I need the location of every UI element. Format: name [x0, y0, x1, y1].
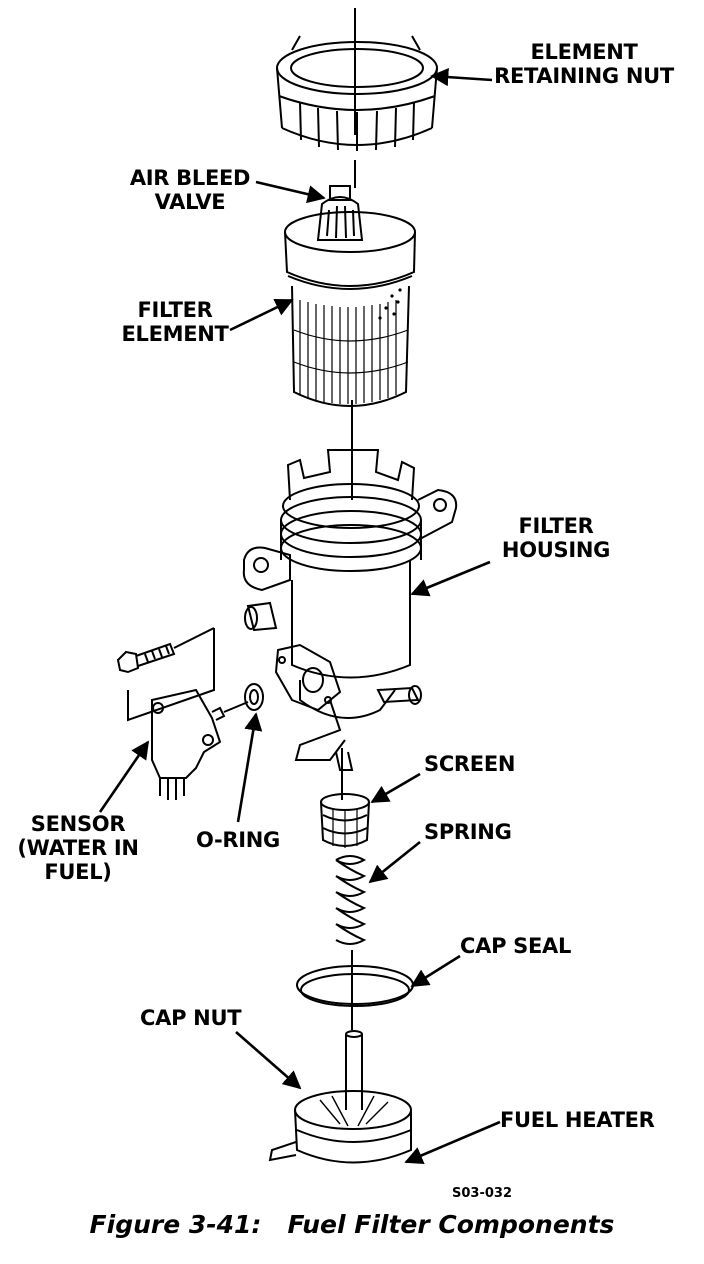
label-element-retaining-nut: ELEMENT RETAINING NUT: [494, 40, 674, 88]
leader-cap-nut: [235, 1031, 302, 1090]
label-screen: SCREEN: [424, 752, 516, 776]
spring-part: [335, 855, 367, 945]
leader-o-ring: [236, 712, 263, 823]
o-ring-part: [244, 683, 264, 711]
figure-caption: Figure 3-41: Fuel Filter Components: [89, 1210, 615, 1239]
leader-cap-seal: [410, 954, 461, 988]
label-fuel-heater: FUEL HEATER: [500, 1108, 655, 1132]
filter-element-part: [284, 211, 416, 407]
leader-sensor: [98, 740, 150, 813]
leader-air-bleed-valve: [255, 180, 326, 204]
element-retaining-nut-part: [276, 35, 438, 151]
filter-housing-part: [242, 449, 458, 771]
label-spring: SPRING: [424, 820, 512, 844]
label-o-ring: O-RING: [196, 828, 280, 852]
leader-screen: [370, 772, 421, 804]
cap-nut-part: [268, 1030, 412, 1164]
leader-filter-housing: [410, 560, 491, 597]
label-filter-element: FILTER ELEMENT: [121, 298, 229, 346]
label-filter-housing: FILTER HOUSING: [501, 514, 611, 562]
label-cap-nut: CAP NUT: [140, 1006, 242, 1030]
figure-code: S03-032: [452, 1186, 512, 1201]
assembly-axis: [341, 8, 356, 1030]
label-cap-seal: CAP SEAL: [460, 934, 572, 958]
leader-fuel-heater: [404, 1120, 501, 1164]
label-sensor: SENSOR (WATER IN FUEL): [17, 812, 139, 884]
label-air-bleed-valve: AIR BLEED VALVE: [129, 166, 251, 214]
leader-filter-element: [229, 298, 294, 332]
leader-element-retaining-nut: [430, 68, 493, 87]
cap-seal-part: [296, 965, 414, 1007]
sensor-part: [116, 627, 249, 800]
leader-spring: [368, 840, 421, 884]
screen-part: [320, 793, 370, 848]
air-bleed-valve-part: [316, 185, 364, 241]
